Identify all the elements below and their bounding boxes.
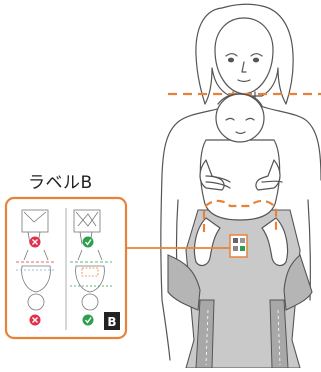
label-b-panel: B — [6, 198, 126, 338]
x-circle-icon — [30, 315, 41, 326]
carrier-label-tag — [230, 235, 247, 257]
check-circle-icon — [83, 315, 94, 326]
label-b-badge-text: B — [107, 315, 116, 329]
label-title: ラベルB — [28, 168, 93, 193]
check-circle-icon — [83, 237, 94, 248]
x-circle-icon — [30, 237, 41, 248]
carrier — [168, 210, 312, 368]
